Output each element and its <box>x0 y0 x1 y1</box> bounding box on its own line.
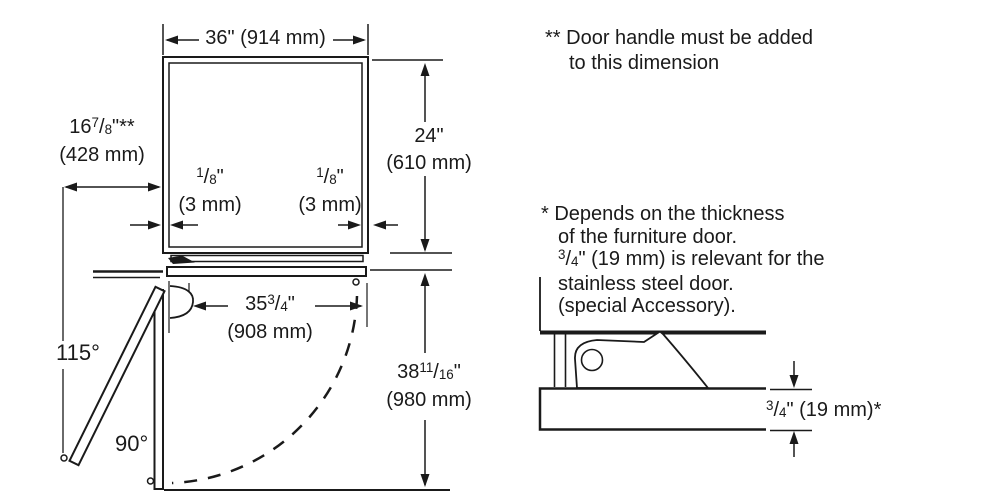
door-width-metric: (908 mm) <box>227 321 313 343</box>
gap-left-metric: (3 mm) <box>178 194 242 216</box>
width-dimension-lines <box>162 24 369 55</box>
cabinet-width-label: 36" (914 mm) <box>205 27 326 49</box>
swing-clearance-metric: (980 mm) <box>386 389 472 411</box>
panel-thickness-label: 3/4" (19 mm)* <box>766 397 882 421</box>
swing-clearance-label: 3811/16" (980 mm) <box>367 359 491 414</box>
thickness-note-line5: (special Accessory). <box>558 295 736 317</box>
closed-door-drawing <box>93 254 452 286</box>
door-width-label: 353/4" (908 mm) <box>195 291 345 346</box>
thickness-note: * Depends on the thickness of the furnit… <box>541 203 825 318</box>
door-projection-label: 167/8"** (428 mm) <box>38 114 166 169</box>
depth-dimension-lines <box>372 59 452 254</box>
gap-dimension-lines <box>130 220 398 230</box>
max-open-angle-label: 115° <box>56 340 100 365</box>
cabinet-depth-metric: (610 mm) <box>386 152 472 174</box>
gap-right-metric: (3 mm) <box>298 194 362 216</box>
cabinet-depth-label: 24" (610 mm) <box>379 123 479 177</box>
projection-dimension-lines <box>62 182 161 453</box>
thickness-note-line2: of the furniture door. <box>558 225 738 248</box>
cabinet-depth-imperial: 24" <box>414 125 444 147</box>
open-door-drawing <box>60 285 359 490</box>
thickness-note-line1: Depends on the thickness <box>554 203 785 225</box>
door-projection-metric: (428 mm) <box>59 144 145 166</box>
gap-left-label: 1/8" (3 mm) <box>160 164 260 219</box>
gap-right-imperial: 1/8" <box>316 164 344 188</box>
handle-note: ** Door handle must be added to this dim… <box>545 26 813 76</box>
handle-note-marker: ** <box>545 27 561 49</box>
swing-dimension-lines <box>164 273 450 491</box>
cabinet-outline <box>162 56 369 254</box>
gap-right-label: 1/8" (3 mm) <box>280 164 380 219</box>
open-angle-label: 90° <box>115 431 149 456</box>
hinge-detail-drawing <box>538 277 812 457</box>
handle-note-line1: Door handle must be added <box>566 27 813 49</box>
door-width-imperial: 353/4" <box>245 291 295 315</box>
thickness-note-marker: * <box>541 203 549 225</box>
thickness-note-line3: 3/4" (19 mm) is relevant for the <box>558 246 825 270</box>
swing-clearance-imperial: 3811/16" <box>397 359 461 383</box>
gap-left-imperial: 1/8" <box>196 164 224 188</box>
door-projection-imperial: 167/8"** <box>69 114 135 138</box>
handle-note-line2: to this dimension <box>569 52 720 74</box>
thickness-note-line4: stainless steel door. <box>558 272 734 295</box>
